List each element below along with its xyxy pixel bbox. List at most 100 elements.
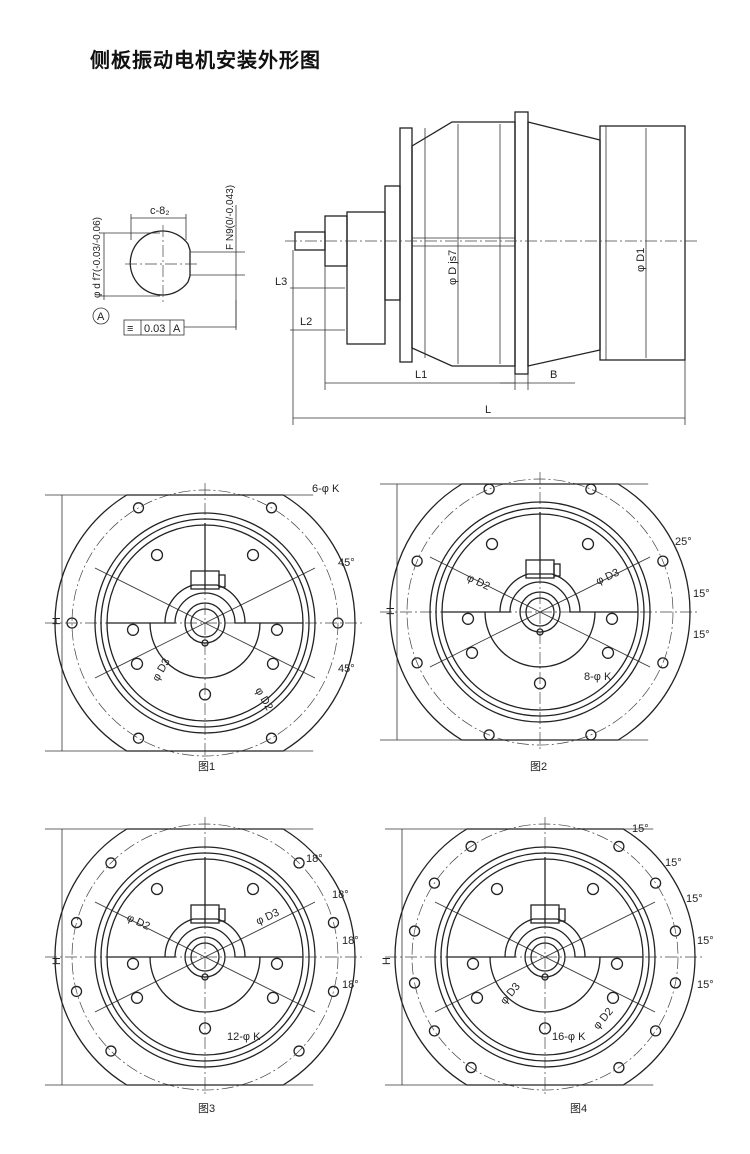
mounting-hole [246, 882, 260, 896]
mounting-hole [485, 537, 499, 551]
split-line [442, 581, 638, 613]
angle-label: 15° [693, 588, 710, 600]
mounting-hole [130, 657, 144, 670]
dim-L3: L3 [275, 276, 287, 288]
bolt-hole [669, 977, 682, 989]
bolt-hole [105, 1045, 117, 1057]
hub-outer [524, 936, 566, 978]
figure-2: 图2 H 25° 15° 15° 8-φ K φ D2 φ D3 [380, 472, 710, 773]
hub-lower [149, 622, 261, 679]
mounting-hole [461, 612, 475, 625]
bolt-hole [669, 925, 682, 937]
figure-caption: 图1 [198, 760, 215, 773]
dim-L2: L2 [300, 316, 312, 328]
dim-H: H [51, 957, 63, 965]
mounting-hole [270, 623, 284, 636]
hub-lower [489, 956, 601, 1013]
figure-caption: 图2 [530, 760, 547, 773]
angle-label: 18° [306, 853, 323, 865]
tolerance-datum: A [173, 323, 181, 335]
bolt-hole [585, 483, 597, 495]
mounting-hole [605, 612, 619, 625]
hub-upper [504, 918, 586, 958]
mounting-hole [246, 548, 260, 562]
bolt-hole [657, 555, 669, 567]
ring [435, 507, 645, 717]
bolt-hole [428, 1025, 441, 1037]
hole-count-label: 16-φ K [552, 1031, 586, 1043]
bolt-hole [483, 483, 495, 495]
mounting-hole [130, 991, 144, 1004]
dim-D: φ D js7 [447, 250, 459, 285]
bolt-hole [613, 840, 625, 853]
bolt-hole [293, 1045, 305, 1057]
d2-label: φ D2 [252, 686, 275, 713]
bolt-hole [327, 985, 340, 998]
tolerance-value: 0.03 [144, 323, 165, 335]
dim-B: B [550, 369, 557, 381]
mounting-hole [606, 991, 620, 1004]
bolt-hole [465, 1061, 477, 1074]
clamp-block [190, 570, 220, 590]
dim-D1: φ D1 [635, 248, 647, 272]
mounting-hole [266, 991, 280, 1004]
mounting-hole [126, 623, 140, 636]
hole-count-label: 12-φ K [227, 1031, 261, 1043]
ring [434, 846, 656, 1068]
mounting-hole [465, 646, 479, 659]
mounting-hole [581, 537, 595, 551]
bolt-hole [132, 502, 145, 514]
mounting-hole [270, 957, 284, 970]
bolt-hole [657, 657, 669, 669]
hub-outer [184, 602, 226, 644]
bolt-hole [265, 502, 278, 514]
split-line [447, 926, 643, 958]
hub-outer [184, 936, 226, 978]
angle-label: 25° [675, 536, 692, 548]
figure-caption: 图3 [198, 1102, 215, 1115]
hub-bore [190, 608, 220, 638]
bolt-circle [411, 823, 679, 1091]
bolt-hole [428, 877, 441, 889]
clamp-bolt [218, 574, 226, 588]
hub-lower [484, 611, 596, 668]
split-line [107, 592, 303, 624]
dim-H: H [381, 957, 393, 965]
mounting-hole [266, 657, 280, 670]
angle-label: 15° [632, 823, 649, 835]
angle-label: 15° [686, 893, 703, 905]
bolt-circle [406, 478, 674, 746]
ring [446, 858, 644, 1056]
bolt-hole [649, 1025, 662, 1037]
angle-label: 18° [332, 889, 349, 901]
flange-outline [389, 483, 691, 741]
mounting-hole [601, 646, 615, 659]
d3-label: φ D3 [594, 567, 621, 588]
keyway-width-label: c-8₂ [150, 205, 170, 217]
bolt-hole [265, 732, 278, 744]
bolt-hole [465, 840, 477, 853]
mounting-hole [470, 991, 484, 1004]
ring [440, 852, 650, 1062]
split-line [107, 926, 303, 958]
angle-label: 45° [338, 557, 355, 569]
shaft-diameter-label: φ d f7(-0.03/-0.06) [92, 217, 103, 298]
ring [106, 858, 304, 1056]
bolt-hole [327, 916, 340, 929]
d3-label: φ D3 [498, 981, 523, 1007]
mounting-hole [586, 882, 600, 896]
ring [106, 524, 304, 722]
tolerance-symbol: ≡ [127, 323, 133, 335]
angle-label: 15° [697, 935, 714, 947]
mounting-hole [150, 882, 164, 896]
bolt-hole [411, 555, 423, 567]
bolt-hole [649, 877, 662, 889]
flange-outline [54, 494, 356, 752]
d3-label: φ D3 [150, 656, 173, 683]
dim-H: H [51, 617, 63, 625]
hub-outer [519, 591, 561, 633]
hub-upper [164, 918, 246, 958]
dim-L: L [485, 404, 491, 416]
motor-side-view: L L1 B L3 L2 φ D js7 φ D1 [275, 111, 700, 425]
